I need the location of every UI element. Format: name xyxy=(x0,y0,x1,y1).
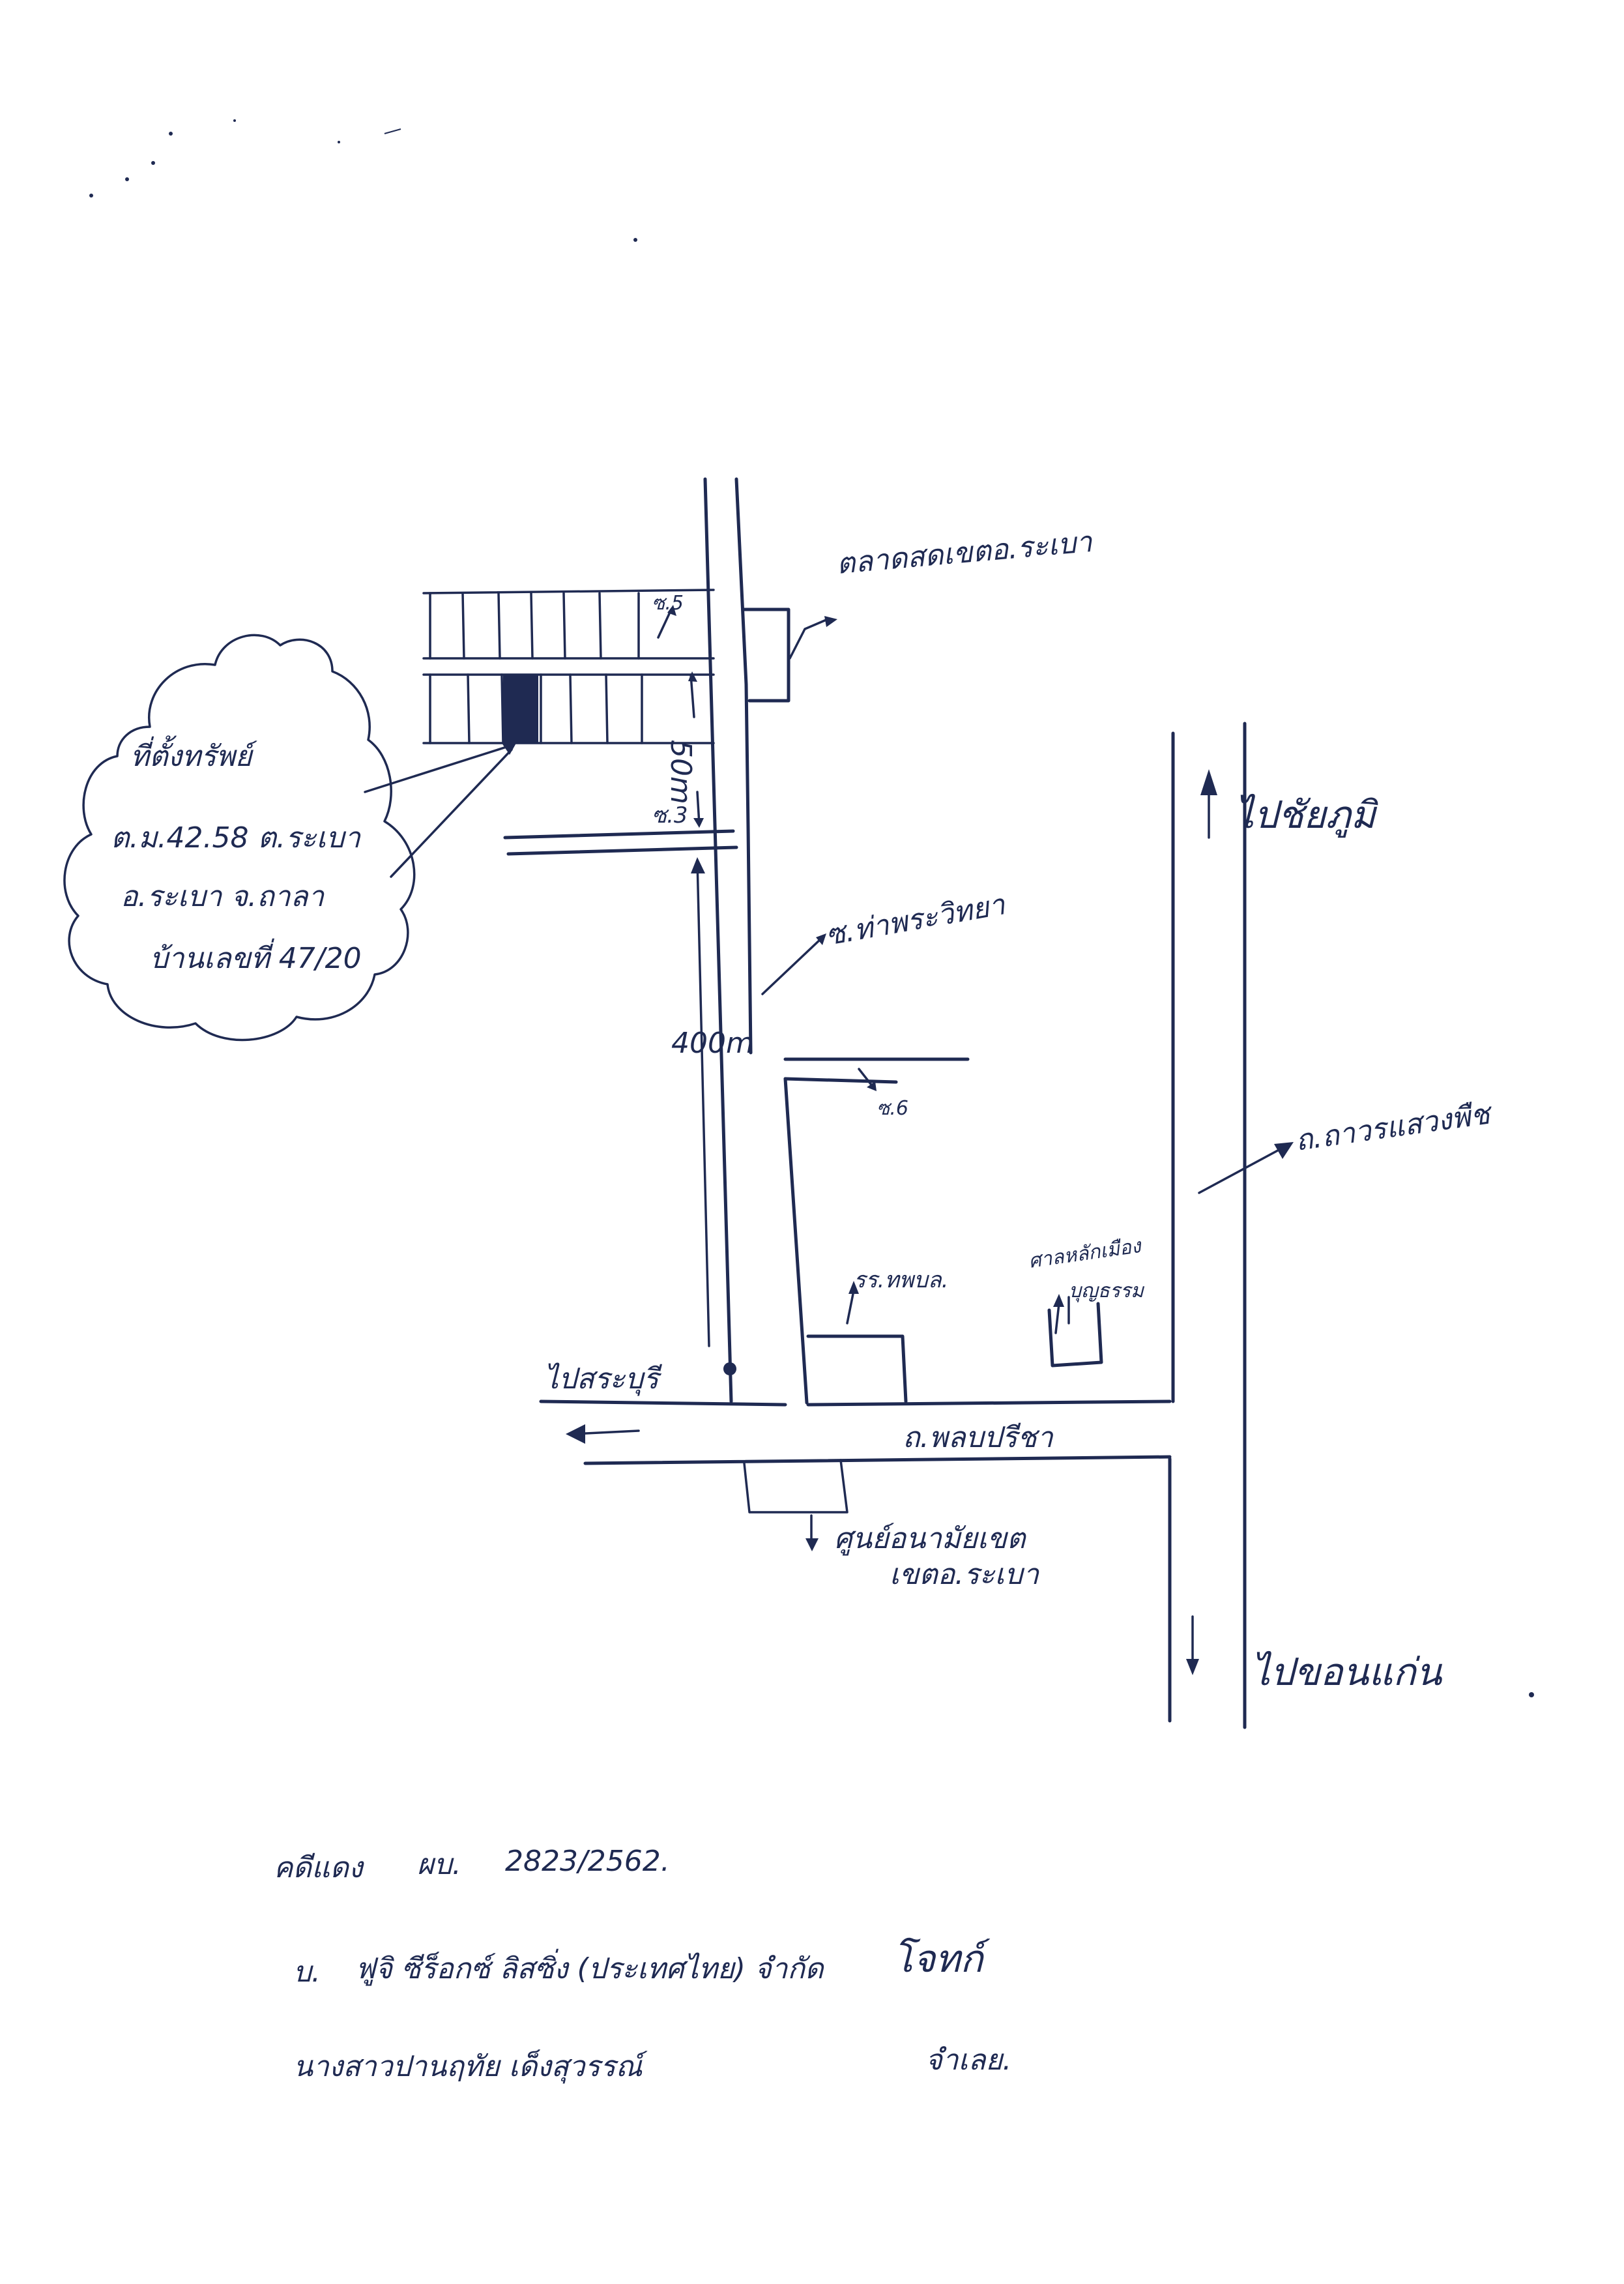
footer-defendant-name: นางสาวปานฤทัย เด็งสุวรรณ์ xyxy=(293,2049,648,2084)
footer-company-prefix: บ. xyxy=(293,1955,321,1989)
label-distance-50m: 50m xyxy=(664,740,697,804)
property-marker xyxy=(503,675,538,743)
distance-400m-marker xyxy=(691,857,710,1347)
soi-6-pointer xyxy=(858,1068,877,1091)
label-to-chaiyaphum: ไปชัยภูมิ xyxy=(1235,793,1379,838)
highway-right xyxy=(1168,722,1247,1729)
label-distance-400m: 400m xyxy=(671,1027,754,1060)
label-market: ตลาดสดเขตอ.ระเบา xyxy=(835,525,1095,581)
soi-3-road xyxy=(503,829,738,856)
label-office-line1: ศูนย์อนามัยเขต xyxy=(834,1522,1027,1556)
label-road-right: ถ.ถาวรแสวงพืช xyxy=(1293,1097,1495,1158)
footer-case-label: คดีแดง xyxy=(274,1851,365,1884)
label-office-line2: เขตอ.ระเบา xyxy=(890,1558,1039,1591)
cloud-text-line4: บ้านเลขที่ 47/20 xyxy=(150,938,362,975)
footer-plaintiff-role: โจทก์ xyxy=(893,1937,990,1981)
label-shrine-line1: ศาลหลักเมือง xyxy=(1027,1235,1144,1273)
main-vertical-road xyxy=(703,477,809,1405)
label-soi-3: ซ.3 xyxy=(652,802,688,828)
townhouse-rows xyxy=(422,589,715,744)
footer-case-prefix: ผบ. xyxy=(417,1848,461,1881)
footer-company-name: ฟูจิ ซีร็อกซ์ ลิสซิ่ง (ประเทศไทย) จำกัด xyxy=(355,1948,825,1986)
label-soi-tha-phra: ซ.ท่าพระวิทยา xyxy=(823,888,1008,952)
cloud-text-line1: ที่ตั้งทรัพย์ xyxy=(130,735,257,773)
label-soi-5: ซ.5 xyxy=(652,592,684,615)
soi-5-pointer xyxy=(657,605,676,639)
soi-6-branch xyxy=(783,1057,970,1084)
cloud-text-line2: ต.ม.42.58 ต.ระเบา xyxy=(111,821,361,855)
paper-specks xyxy=(89,119,1534,1697)
shrine-building xyxy=(1047,1294,1103,1368)
to-saraburi-arrow xyxy=(566,1362,736,1444)
distance-50m-marker xyxy=(688,671,704,828)
to-chaiyaphum-arrow xyxy=(1200,769,1217,839)
label-to-khon-kaen: ไปขอนแก่น xyxy=(1251,1650,1443,1694)
label-soi-6: ซ.6 xyxy=(877,1097,908,1120)
label-school: รร.ทพบล. xyxy=(854,1267,948,1293)
road-right-pointer xyxy=(1198,1142,1294,1194)
label-to-saraburi: ไปสระบุรี xyxy=(544,1362,663,1396)
cloud-text-line3: อ.ระเบา จ.ถาลา xyxy=(121,880,325,913)
bottom-horizontal-road xyxy=(539,1399,1172,1465)
label-shrine-line2: บุญธรรม xyxy=(1069,1280,1145,1302)
to-khon-kaen-arrow xyxy=(1186,1615,1199,1675)
office-building xyxy=(743,1459,848,1551)
footer-defendant-role: จำเลย. xyxy=(925,2043,1011,2077)
school-building xyxy=(806,1281,908,1403)
footer-case-number: 2823/2562. xyxy=(505,1845,670,1878)
soi-tha-phra-pointer xyxy=(761,933,826,995)
label-road-bottom: ถ.พลบปรีชา xyxy=(903,1421,1054,1454)
property-cloud xyxy=(63,634,518,1042)
market-building xyxy=(741,608,837,703)
